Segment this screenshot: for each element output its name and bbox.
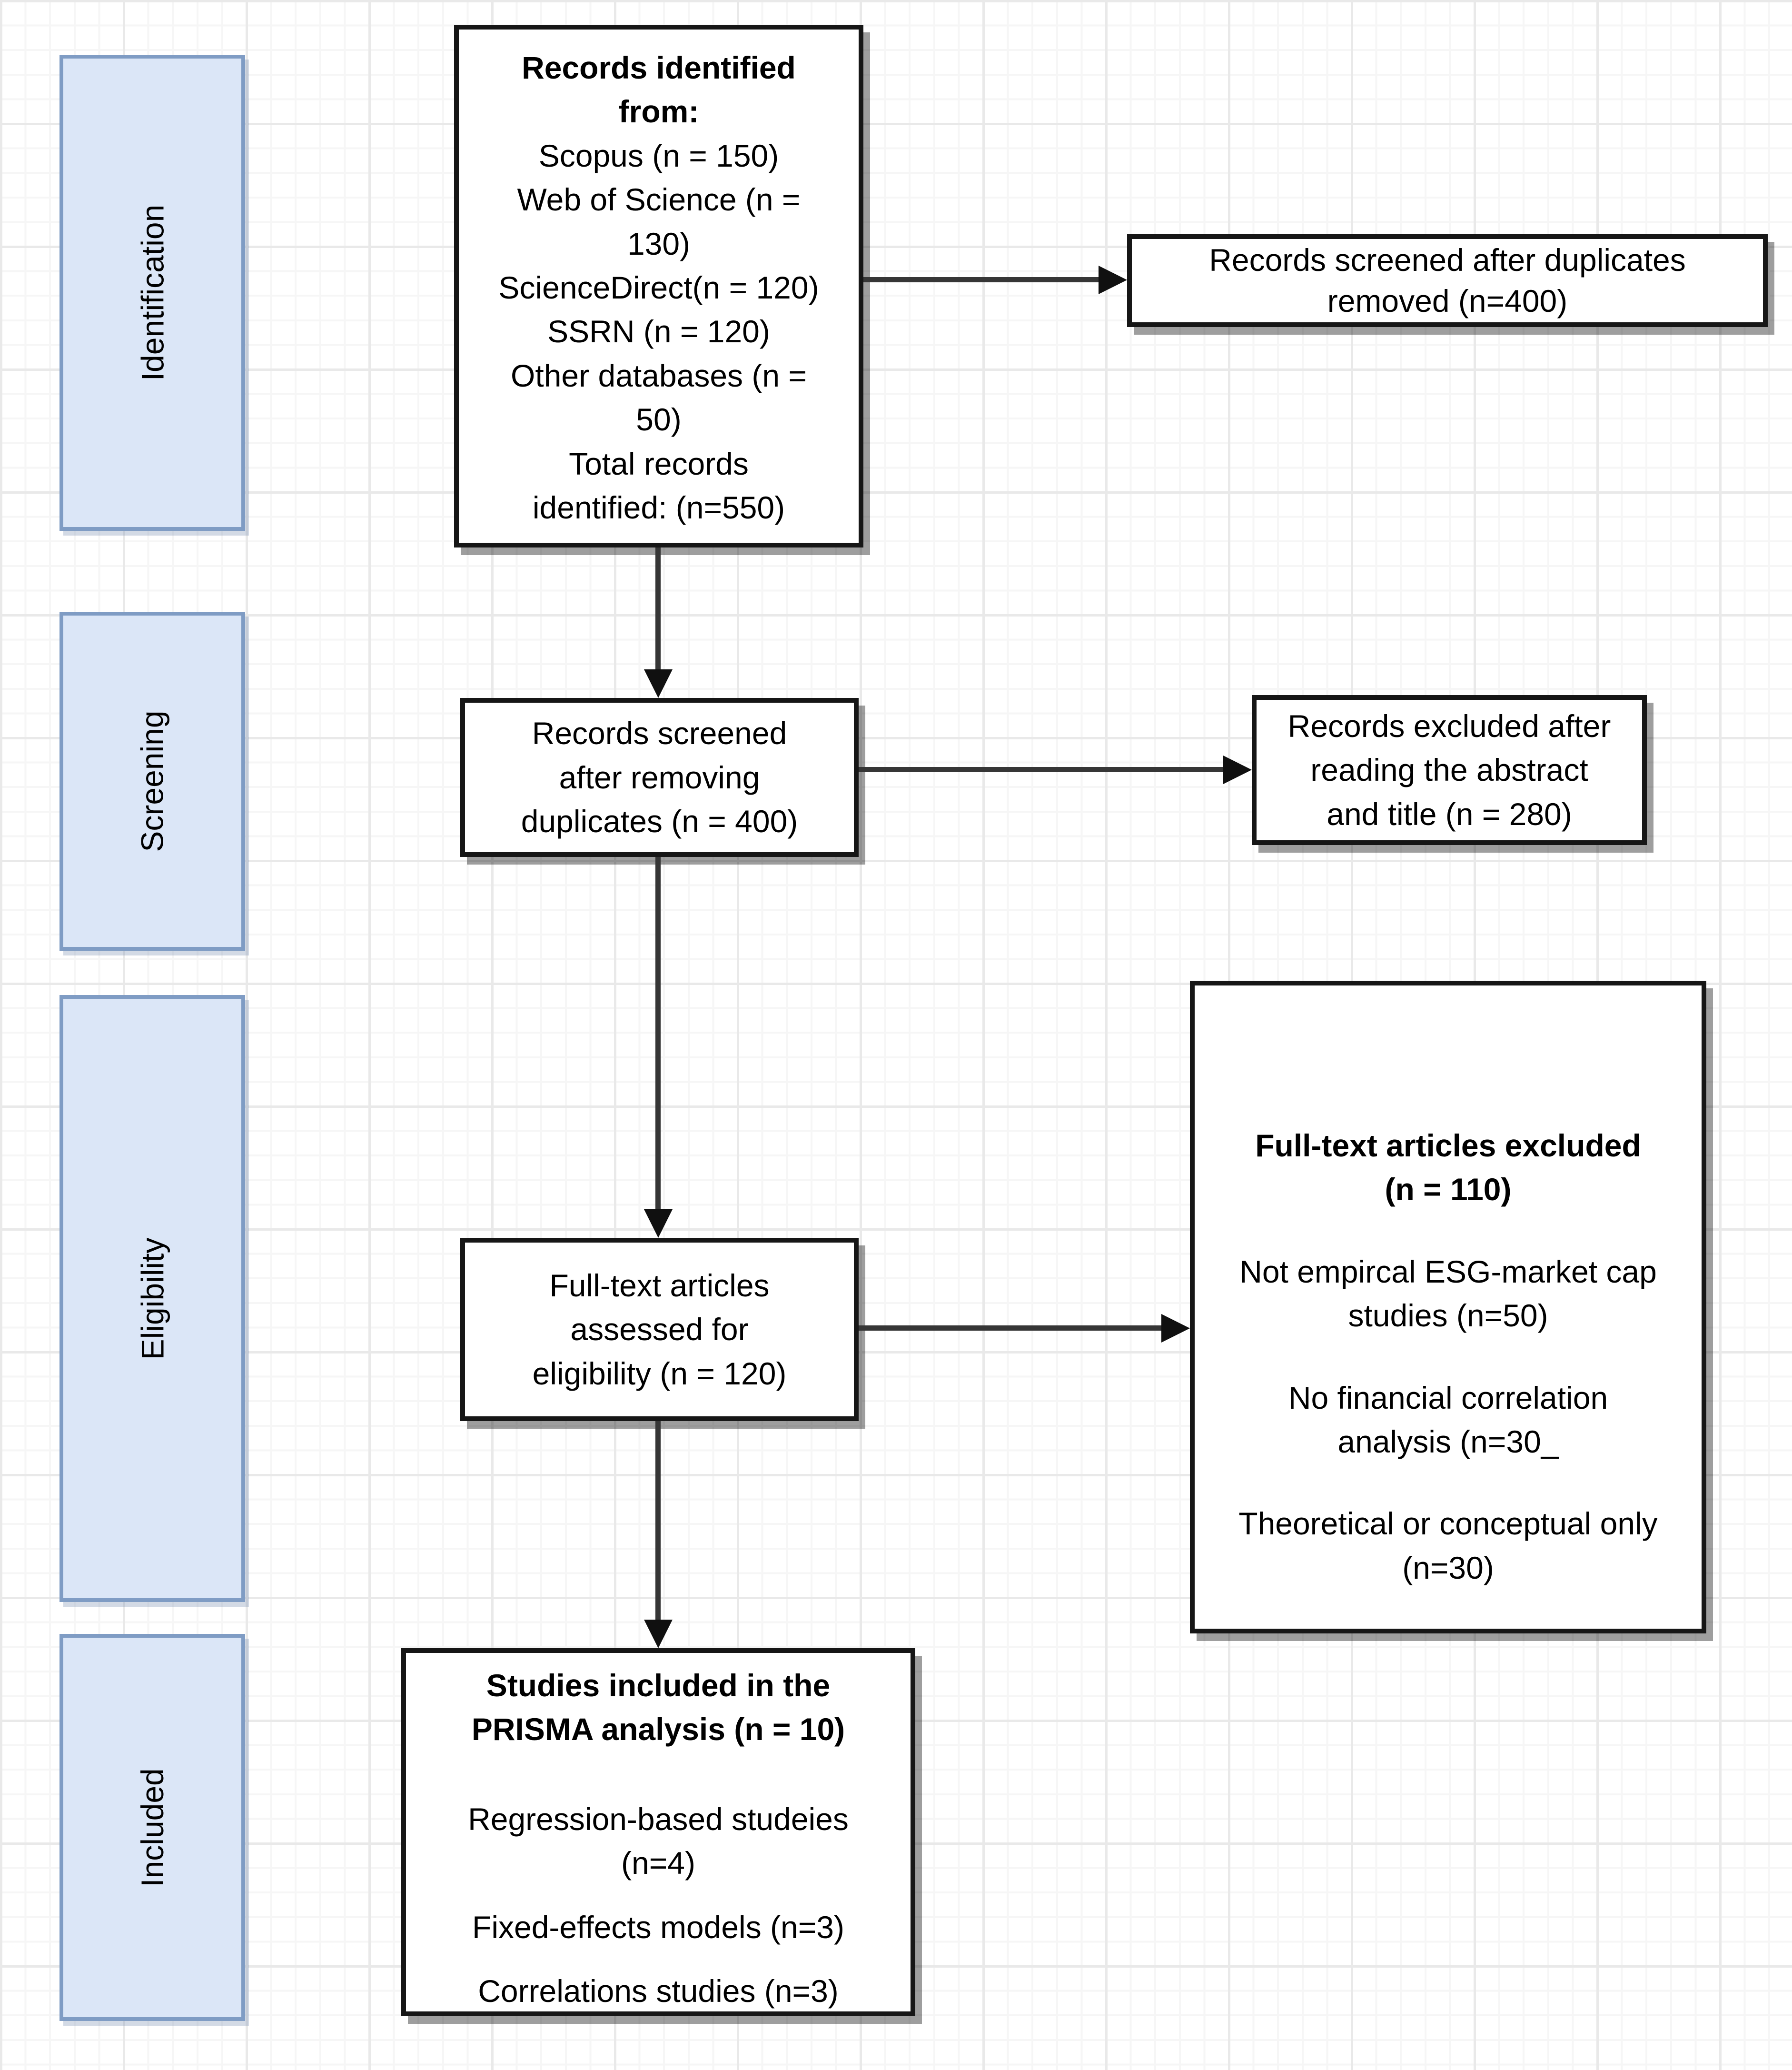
- stage-label-screening: Screening: [134, 710, 170, 852]
- node-records-excluded-body: Records excluded after reading the abstr…: [1287, 708, 1611, 832]
- node-fulltext-assessed-body: Full-text articles assessed for eligibil…: [532, 1267, 787, 1391]
- exclusion-reason: Not empircal ESG-market cap studies (n=5…: [1239, 1254, 1657, 1334]
- arrowhead-right-icon: [1099, 266, 1127, 294]
- node-screened-after-duplicates[interactable]: Records screened after duplicates remove…: [1127, 234, 1768, 327]
- stage-box-included[interactable]: Included: [59, 1634, 245, 2021]
- stage-box-screening[interactable]: Screening: [59, 612, 245, 951]
- node-studies-included[interactable]: Studies included in the PRISMA analysis …: [401, 1648, 915, 2016]
- node-records-excluded[interactable]: Records excluded after reading the abstr…: [1252, 695, 1647, 845]
- stage-label-identification: Identification: [134, 204, 170, 381]
- arrowhead-down-icon: [644, 1620, 673, 1648]
- included-breakdown: Fixed-effects models (n=3): [472, 1909, 844, 1945]
- connector-screened-to-excluded: [859, 767, 1223, 772]
- connector-identified-to-duplicates-removed: [863, 277, 1099, 282]
- stage-box-eligibility[interactable]: Eligibility: [59, 995, 245, 1602]
- node-fulltext-assessed[interactable]: Full-text articles assessed for eligibil…: [460, 1238, 859, 1421]
- node-studies-included-title: Studies included in the PRISMA analysis …: [471, 1668, 845, 1747]
- stage-label-eligibility: Eligibility: [135, 1237, 170, 1360]
- node-records-screened[interactable]: Records screened after removing duplicat…: [460, 698, 859, 857]
- exclusion-reason: No financial correlation analysis (n=30_: [1288, 1380, 1608, 1459]
- connector-identified-to-screened: [655, 547, 661, 671]
- connector-fulltext-to-excluded: [859, 1325, 1161, 1331]
- stage-label-included: Included: [135, 1768, 170, 1887]
- node-records-screened-body: Records screened after removing duplicat…: [521, 716, 798, 839]
- arrowhead-down-icon: [644, 1209, 673, 1238]
- arrowhead-down-icon: [644, 669, 673, 698]
- connector-screened-to-fulltext: [655, 857, 661, 1209]
- node-records-identified-title: Records identified from:: [522, 50, 796, 129]
- node-records-identified-body: Scopus (n = 150) Web of Science (n = 130…: [498, 138, 819, 525]
- included-breakdown: Correlations studies (n=3): [478, 1973, 839, 2009]
- node-screened-after-duplicates-body: Records screened after duplicates remove…: [1209, 242, 1686, 318]
- node-records-identified[interactable]: Records identified from: Scopus (n = 150…: [454, 25, 863, 547]
- node-fulltext-excluded-title: Full-text articles excluded (n = 110): [1255, 1128, 1641, 1207]
- exclusion-reason: Theoretical or conceptual only (n=30): [1238, 1506, 1658, 1585]
- included-breakdown: Regression-based studeies (n=4): [468, 1801, 849, 1881]
- arrowhead-right-icon: [1161, 1314, 1190, 1343]
- arrowhead-right-icon: [1223, 756, 1252, 784]
- connector-fulltext-to-included: [655, 1421, 661, 1620]
- node-fulltext-excluded[interactable]: Full-text articles excluded (n = 110) No…: [1190, 981, 1706, 1633]
- stage-box-identification[interactable]: Identification: [59, 55, 245, 531]
